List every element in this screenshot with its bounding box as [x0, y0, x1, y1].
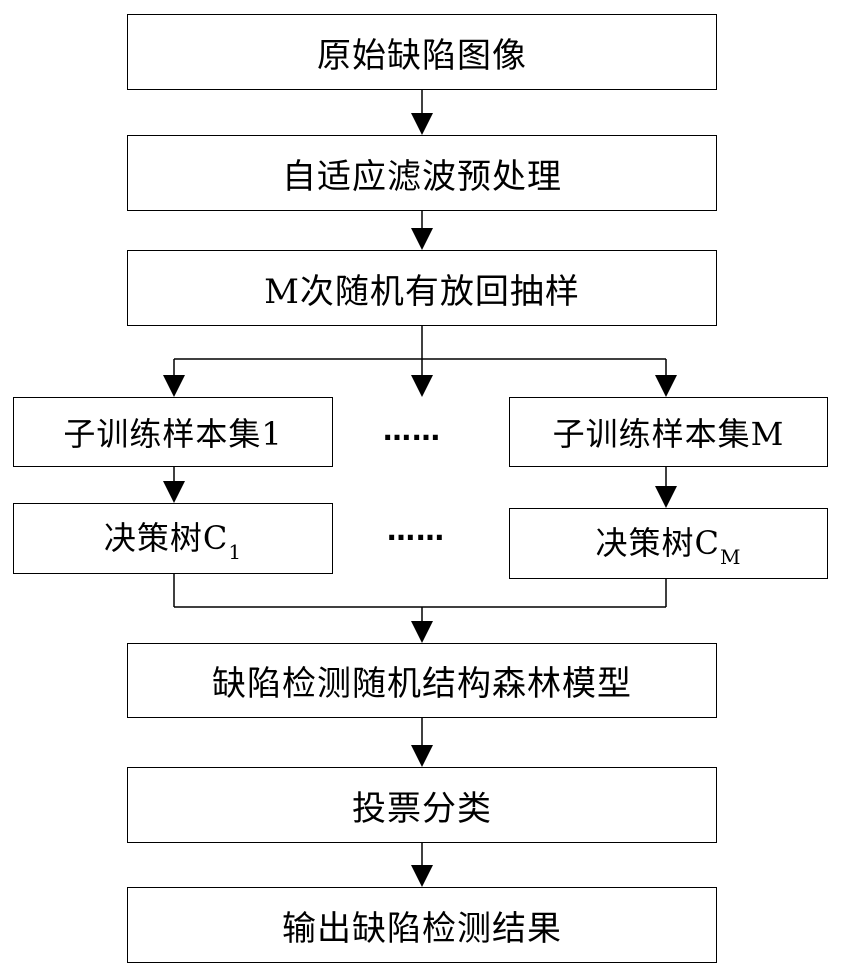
ellipsis-row1: …… [383, 414, 441, 447]
node-output: 输出缺陷检测结果 [127, 887, 717, 963]
node-adaptive-filter: 自适应滤波预处理 [127, 135, 717, 211]
node-label: M次随机有放回抽样 [264, 271, 580, 312]
arrowhead-icon [411, 865, 433, 887]
node-label: 原始缺陷图像 [317, 35, 527, 76]
subscript: 1 [228, 540, 243, 564]
arrowhead-icon [411, 375, 433, 397]
node-subset-1: 子训练样本集1 [13, 397, 333, 467]
arrowhead-icon [411, 745, 433, 767]
node-label: 子训练样本集M [552, 415, 785, 453]
node-original-image: 原始缺陷图像 [127, 14, 717, 90]
subscript: M [720, 545, 742, 569]
node-bootstrap-sampling: M次随机有放回抽样 [127, 250, 717, 326]
node-voting: 投票分类 [127, 767, 717, 843]
node-subset-m: 子训练样本集M [509, 397, 828, 467]
arrowhead-icon [411, 113, 433, 135]
node-tree-m: 决策树CM [509, 508, 828, 579]
node-label: 决策树C1 [103, 519, 243, 564]
node-label: 子训练样本集1 [63, 415, 283, 453]
node-tree-1: 决策树C1 [13, 503, 333, 574]
arrowhead-icon [163, 375, 185, 397]
node-label: 输出缺陷检测结果 [282, 908, 562, 949]
arrowhead-icon [411, 621, 433, 643]
arrowhead-icon [655, 486, 677, 508]
ellipsis-row2: …… [387, 514, 445, 547]
arrowhead-icon [163, 481, 185, 503]
node-forest-model: 缺陷检测随机结构森林模型 [127, 643, 717, 718]
arrowhead-icon [655, 375, 677, 397]
node-label: 决策树CM [595, 524, 742, 569]
node-label: 自适应滤波预处理 [282, 156, 562, 197]
arrowhead-icon [411, 228, 433, 250]
node-label: 投票分类 [352, 788, 492, 829]
node-label: 缺陷检测随机结构森林模型 [212, 664, 632, 704]
